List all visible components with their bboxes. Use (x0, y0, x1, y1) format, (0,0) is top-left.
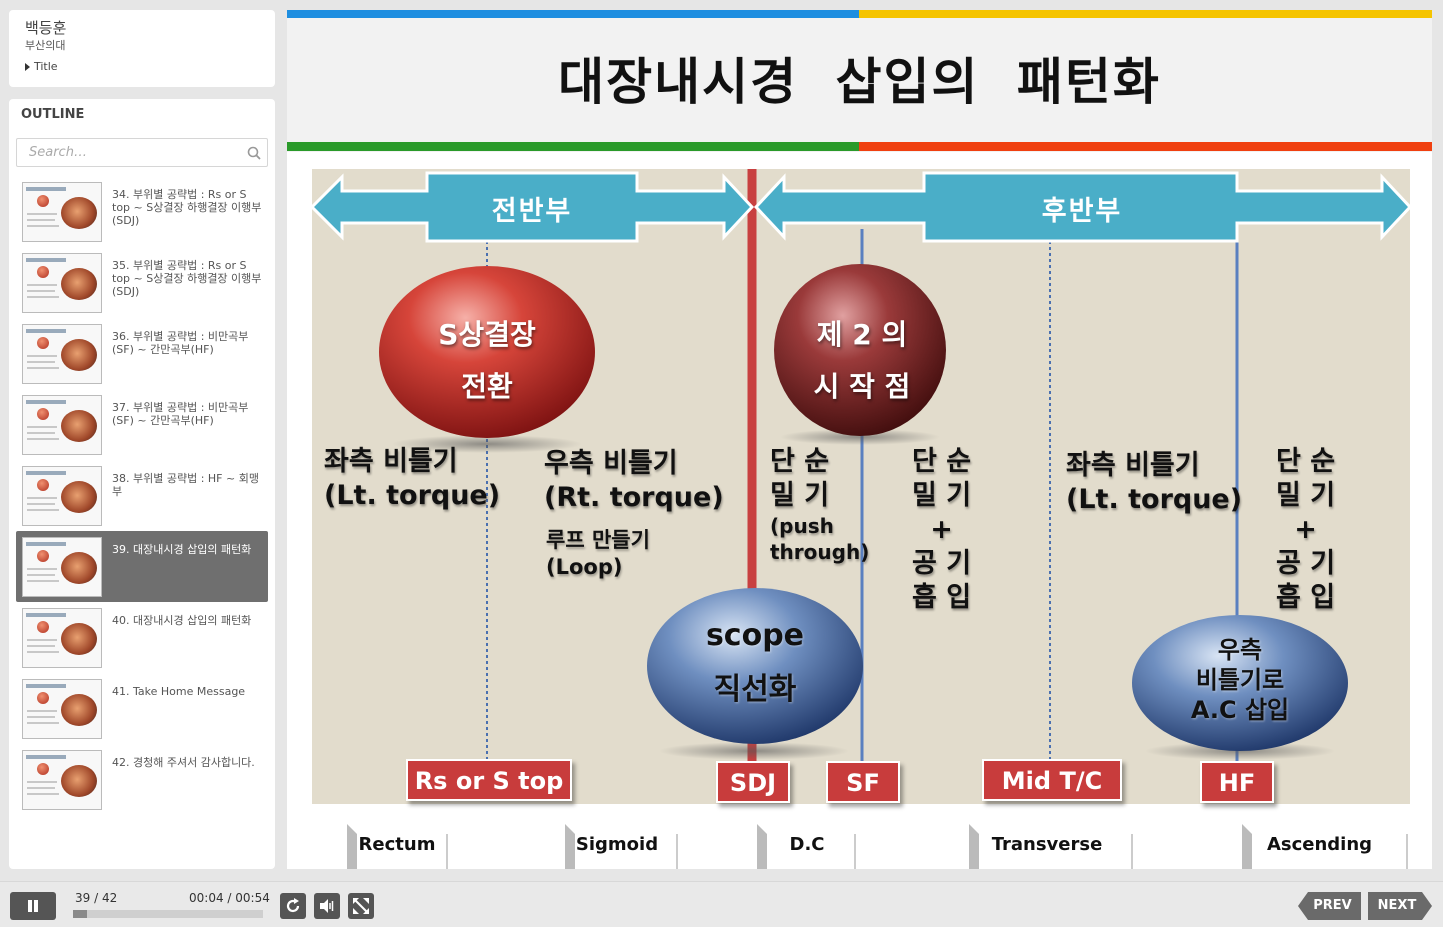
accent-bar-red (859, 142, 1432, 151)
outline-slide-item[interactable]: 38. 부위별 공략법 : HF ~ 회맹부 (16, 460, 268, 531)
outline-slide-item[interactable]: 41. Take Home Message (16, 673, 268, 744)
slide-item-label: 40. 대장내시경 삽입의 패턴화 (112, 614, 252, 627)
current-slide-number: 39 (75, 891, 91, 905)
slide-item-label: 34. 부위별 공략법 : Rs or S top ~ S상결장 하행결장 이행… (112, 188, 262, 227)
outline-slide-item[interactable]: 36. 부위별 공략법 : 비만곡부(SF) ~ 간만곡부(HF) (16, 318, 268, 389)
region-dividers (347, 824, 1408, 869)
slide-thumbnail (22, 537, 102, 597)
accent-bar-yellow (859, 10, 1432, 18)
outline-slide-item[interactable]: 40. 대장내시경 삽입의 패턴화 (16, 602, 268, 673)
slide-thumbnail (22, 466, 102, 526)
slide-item-label: 39. 대장내시경 삽입의 패턴화 (112, 543, 252, 556)
sphere-scope (647, 588, 863, 744)
volume-icon (320, 899, 334, 913)
triangle-right-icon (25, 62, 30, 71)
search-input[interactable] (17, 139, 267, 166)
slide-list[interactable]: 33. 부위별 공략법 : Rs ~ S상결장 하행결장 이행부(SDJ)34.… (9, 171, 275, 869)
slide-thumbnail (22, 750, 102, 810)
prev-button[interactable]: PREV (1298, 892, 1361, 920)
search-box (16, 138, 268, 167)
back-arrow-label: 후반부 (1041, 196, 1123, 227)
front-arrow-label: 전반부 (491, 196, 573, 227)
technique-loop: 루프 만들기 (Loop) (546, 528, 650, 579)
pause-button[interactable] (10, 892, 56, 920)
presenter-organization: 부산의대 (25, 39, 66, 52)
slide-item-label: 42. 경청해 주셔서 감사합니다. (112, 756, 255, 769)
accent-bar-green (287, 142, 859, 151)
diagram-graphics (312, 169, 1410, 764)
fullscreen-button[interactable] (348, 893, 374, 919)
outline-heading: OUTLINE (21, 107, 85, 122)
presenter-name: 백등훈 (25, 19, 67, 37)
technique-left-torque-2: 좌측 비틀기 (Lt. torque) (1066, 450, 1243, 515)
time-display: 00:04 / 00:54 (189, 891, 270, 905)
sphere-right-torque-text: 우측 비틀기로 A.C 삽입 (1190, 636, 1290, 724)
sphere-right-torque (1132, 615, 1348, 751)
technique-push-through: 단 순 밀 기 (push through) (770, 446, 870, 564)
outline-slide-item[interactable]: 39. 대장내시경 삽입의 패턴화 (16, 531, 268, 602)
volume-button[interactable] (314, 893, 340, 919)
region-ascending: Ascending (1266, 834, 1373, 855)
front-arrow (312, 171, 755, 243)
slide-item-label: 41. Take Home Message (112, 685, 246, 698)
technique-push-air-2: 단 순 밀 기 + 공 기 흡 입 (1276, 446, 1336, 613)
marker-rs-s-top: Rs or S top (406, 759, 572, 801)
progress-fill (73, 910, 88, 918)
technique-right-torque: 우측 비틀기 (Rt. torque) (544, 448, 724, 513)
slide-thumbnail (22, 679, 102, 739)
sphere-second-start-text: 제 2 의 시 작 점 (813, 318, 911, 403)
duration-time: / 00:54 (227, 891, 270, 905)
search-icon[interactable] (247, 146, 261, 160)
technique-push-air-1: 단 순 밀 기 + 공 기 흡 입 (912, 446, 972, 613)
fullscreen-icon (353, 898, 369, 914)
slide-canvas: 대장내시경 삽입의 패턴화 (287, 10, 1432, 869)
slide-counter: 39 / 42 (75, 891, 117, 905)
presenter-card: 백등훈 부산의대 Title (9, 10, 275, 87)
region-transverse: Transverse (991, 834, 1103, 855)
slide-item-label: 37. 부위별 공략법 : 비만곡부(SF) ~ 간만곡부(HF) (112, 401, 249, 427)
title-link[interactable]: Title (25, 60, 259, 73)
next-button[interactable]: NEXT (1368, 892, 1432, 920)
sphere-scope-text: scope 직선화 (705, 618, 805, 707)
slide-thumbnail (22, 182, 102, 242)
marker-sdj: SDJ (716, 761, 790, 803)
marker-hf: HF (1200, 761, 1274, 803)
progress-bar[interactable] (73, 910, 263, 918)
elapsed-time: 00:04 (189, 891, 224, 905)
replay-icon (286, 898, 300, 913)
technique-left-torque-1: 좌측 비틀기 (Lt. torque) (324, 446, 501, 511)
title-link-label: Title (34, 60, 58, 73)
sphere-second-start (774, 264, 946, 436)
slide-body: 전반부 후반부 S상결장 전환 제 2 의 시 작 점 scope 직선화 우측… (287, 152, 1432, 869)
region-rectum: Rectum (358, 834, 436, 855)
slide-item-label: 35. 부위별 공략법 : Rs or S top ~ S상결장 하행결장 이행… (112, 259, 262, 298)
slide-thumbnail (22, 324, 102, 384)
slide-thumbnail (22, 608, 102, 668)
marker-sf: SF (826, 761, 900, 803)
outline-panel: OUTLINE 33. 부위별 공략법 : Rs ~ S상결장 하행결장 이행부… (9, 99, 275, 869)
region-sigmoid: Sigmoid (575, 834, 659, 855)
slide-item-label: 38. 부위별 공략법 : HF ~ 회맹부 (112, 472, 259, 498)
accent-bar-blue (287, 10, 859, 18)
slide-header: 대장내시경 삽입의 패턴화 (287, 10, 1432, 152)
player-control-bar: 39 / 42 00:04 / 00:54 PREV NEXT (0, 881, 1443, 927)
total-slides: / 42 (94, 891, 118, 905)
marker-mid-tc: Mid T/C (982, 759, 1122, 801)
outline-slide-item[interactable]: 34. 부위별 공략법 : Rs or S top ~ S상결장 하행결장 이행… (16, 176, 268, 247)
outline-slide-item[interactable]: 42. 경청해 주셔서 감사합니다. (16, 744, 268, 815)
outline-slide-item[interactable]: 37. 부위별 공략법 : 비만곡부(SF) ~ 간만곡부(HF) (16, 389, 268, 460)
outline-slide-item[interactable]: 35. 부위별 공략법 : Rs or S top ~ S상결장 하행결장 이행… (16, 247, 268, 318)
colon-diagram: 전반부 후반부 S상결장 전환 제 2 의 시 작 점 scope 직선화 우측… (312, 169, 1410, 804)
sphere-s-colon-text: S상결장 전환 (438, 318, 536, 403)
sphere-s-colon (379, 266, 595, 438)
slide-thumbnail (22, 395, 102, 455)
region-dc: D.C (789, 834, 825, 855)
back-arrow (753, 171, 1410, 243)
slide-title: 대장내시경 삽입의 패턴화 (558, 53, 1161, 111)
slide-item-label: 36. 부위별 공략법 : 비만곡부(SF) ~ 간만곡부(HF) (112, 330, 249, 356)
slide-thumbnail (22, 253, 102, 313)
replay-button[interactable] (280, 893, 306, 919)
